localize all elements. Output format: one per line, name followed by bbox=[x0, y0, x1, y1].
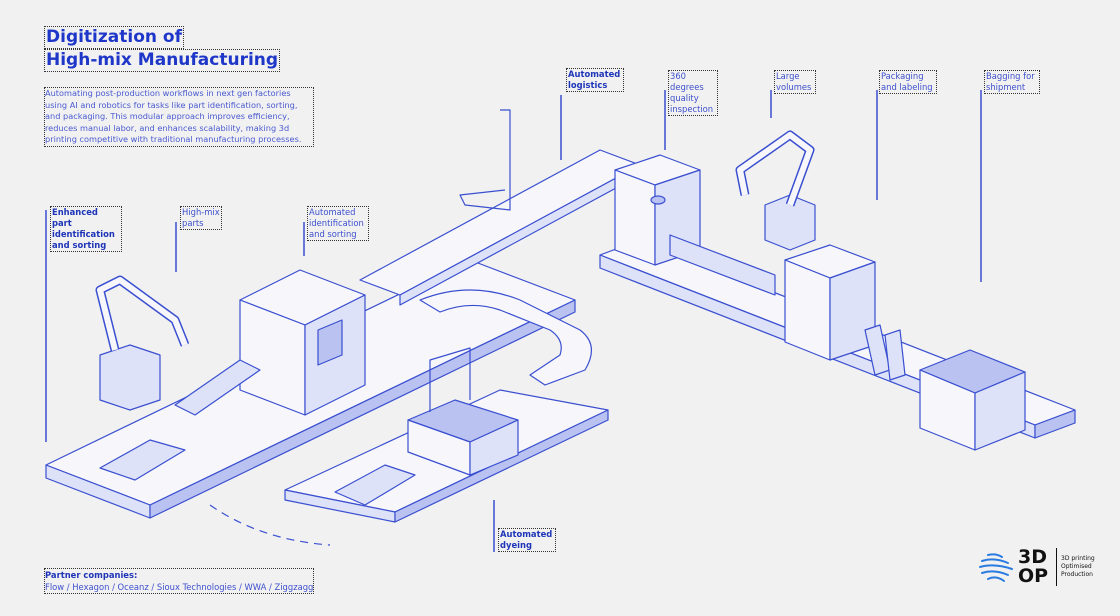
page-title: Digitization of High-mix Manufacturing bbox=[44, 26, 281, 72]
parts-tray-left bbox=[99, 439, 186, 481]
logo-line-3: Production bbox=[1061, 571, 1093, 578]
description: Automating post-production workflows in … bbox=[44, 87, 314, 147]
robot-arm-left bbox=[95, 275, 190, 411]
inspection-cabinet bbox=[614, 154, 776, 296]
label-enhanced: Enhanced part identification and sorting bbox=[50, 206, 122, 252]
title-line-2: High-mix Manufacturing bbox=[44, 49, 281, 72]
label-auto-id: Automated identification and sorting bbox=[307, 206, 369, 241]
label-packaging: Packaging and labeling bbox=[879, 70, 937, 94]
partners-list: Flow / Hexagon / Oceanz / Sioux Technolo… bbox=[45, 582, 314, 592]
label-logistics: Automated logistics bbox=[566, 68, 624, 92]
label-highmix: High-mix parts bbox=[180, 206, 222, 230]
robot-arm-right bbox=[735, 130, 816, 251]
gantry-crane bbox=[459, 109, 511, 211]
packaging-machine bbox=[784, 244, 906, 381]
dashed-path bbox=[209, 504, 331, 546]
label-dyeing: Automated dyeing bbox=[498, 528, 556, 552]
identification-machine bbox=[174, 269, 366, 416]
logo-3dop: 3D OP 3D printing Optimised Production bbox=[978, 548, 1095, 586]
leader-lines bbox=[45, 90, 982, 552]
shipping-box bbox=[919, 349, 1026, 451]
partner-companies: Partner companies: Flow / Hexagon / Ocea… bbox=[44, 568, 315, 594]
dyeing-basket bbox=[407, 347, 519, 476]
label-bagging: Bagging for shipment bbox=[984, 70, 1040, 94]
logo-mark: 3D OP bbox=[1018, 548, 1057, 586]
label-inspection: 360 degrees quality inspection bbox=[668, 70, 718, 116]
logo-waves-icon bbox=[979, 553, 1013, 582]
parts-tray-right bbox=[334, 464, 416, 506]
logo-line-2: Optimised bbox=[1061, 563, 1092, 570]
logo-tagline: 3D printing Optimised Production bbox=[1061, 555, 1095, 579]
label-volumes: Large volumes bbox=[774, 70, 816, 94]
title-line-1: Digitization of bbox=[44, 26, 184, 49]
partners-heading: Partner companies: bbox=[45, 570, 138, 580]
logo-line-1: 3D printing bbox=[1061, 555, 1095, 562]
